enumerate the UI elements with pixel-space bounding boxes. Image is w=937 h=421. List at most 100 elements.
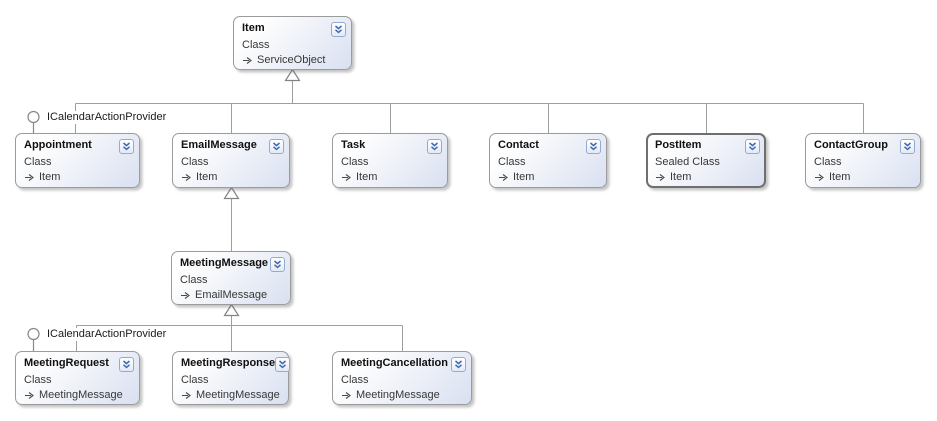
inheritance-triangle-item (284, 68, 301, 82)
double-chevron-down-icon (335, 25, 342, 34)
base-class-row: ServiceObject (242, 53, 346, 67)
double-chevron-down-icon (455, 360, 462, 369)
double-chevron-down-icon (123, 142, 130, 151)
class-node-contact[interactable]: Contact Class Item (489, 133, 607, 188)
collapse-chevron-button[interactable] (586, 139, 601, 154)
double-chevron-down-icon (749, 142, 756, 151)
base-class-row: Item (24, 170, 134, 184)
double-chevron-down-icon (274, 260, 281, 269)
class-kind: Class (24, 374, 52, 386)
class-name: MeetingMessage (180, 257, 269, 269)
class-name: MeetingCancellation (341, 357, 448, 369)
class-name: EmailMessage (181, 139, 257, 151)
lollipop-circle-icon (27, 327, 40, 341)
base-class-name: Item (39, 171, 61, 183)
inheritance-arrow-icon (25, 391, 34, 399)
class-node-meetingresponse[interactable]: MeetingResponse Class MeetingMessage (172, 351, 291, 405)
double-chevron-down-icon (590, 142, 597, 151)
class-node-meetingmessage[interactable]: MeetingMessage Class EmailMessage (171, 251, 291, 305)
node-header: ContactGroup (814, 138, 915, 154)
interface-lollipop-top[interactable] (27, 110, 40, 134)
double-chevron-down-icon (273, 142, 280, 151)
class-kind: Class (341, 156, 369, 168)
base-class-name: MeetingMessage (196, 389, 280, 401)
node-header: PostItem (655, 138, 760, 154)
collapse-chevron-button[interactable] (331, 22, 346, 37)
base-class-name: Item (670, 171, 692, 183)
inheritance-arrow-icon (181, 291, 190, 299)
inheritance-triangle-icons (223, 68, 301, 317)
class-name: PostItem (655, 139, 702, 151)
node-header: Task (341, 138, 442, 154)
base-class-row: MeetingMessage (181, 388, 283, 402)
collapse-chevron-button[interactable] (119, 357, 134, 372)
node-header: MeetingResponse (181, 356, 291, 372)
class-kind: Class (180, 274, 208, 286)
node-header: Appointment (24, 138, 134, 154)
class-kind: Class (181, 374, 209, 386)
node-header: Contact (498, 138, 601, 154)
interface-lollipop-bottom[interactable] (27, 327, 40, 352)
collapse-chevron-button[interactable] (745, 139, 760, 154)
node-header: MeetingCancellation (341, 356, 466, 372)
class-node-item[interactable]: Item Class ServiceObject (233, 16, 352, 70)
collapse-chevron-button[interactable] (269, 139, 284, 154)
collapse-chevron-button[interactable] (427, 139, 442, 154)
class-name: MeetingRequest (24, 357, 109, 369)
inheritance-arrow-icon (182, 173, 191, 181)
base-class-row: MeetingMessage (341, 388, 466, 402)
collapse-chevron-button[interactable] (275, 357, 291, 372)
base-class-name: ServiceObject (257, 54, 326, 66)
collapse-chevron-button[interactable] (270, 257, 285, 272)
base-class-row: Item (498, 170, 601, 184)
base-class-row: EmailMessage (180, 288, 285, 302)
class-node-appointment[interactable]: Appointment Class Item (15, 133, 140, 188)
class-kind: Sealed Class (655, 156, 720, 168)
inheritance-arrow-icon (342, 173, 351, 181)
inheritance-arrow-icon (656, 173, 665, 181)
inheritance-triangle-emailmessage (223, 186, 240, 200)
base-class-name: Item (829, 171, 851, 183)
class-name: Appointment (24, 139, 92, 151)
class-kind: Class (341, 374, 369, 386)
node-header: EmailMessage (181, 138, 284, 154)
class-kind: Class (24, 156, 52, 168)
class-node-emailmessage[interactable]: EmailMessage Class Item (172, 133, 290, 188)
base-class-name: EmailMessage (195, 289, 268, 301)
class-name: Item (242, 22, 265, 34)
base-class-row: Item (181, 170, 284, 184)
collapse-chevron-button[interactable] (900, 139, 915, 154)
inheritance-arrow-icon (499, 173, 508, 181)
base-class-name: Item (196, 171, 218, 183)
class-node-task[interactable]: Task Class Item (332, 133, 448, 188)
double-chevron-down-icon (904, 142, 911, 151)
inheritance-triangle-meetingmessage (223, 303, 240, 317)
interface-label-icalendaractionprovider-top: ICalendarActionProvider (45, 111, 169, 124)
class-node-postitem[interactable]: PostItem Sealed Class Item (646, 133, 766, 188)
node-header: Item (242, 21, 346, 37)
base-class-name: Item (513, 171, 535, 183)
class-kind: Class (498, 156, 526, 168)
base-class-row: Item (655, 170, 760, 184)
inheritance-arrow-icon (815, 173, 824, 181)
inheritance-arrow-icon (25, 173, 34, 181)
inheritance-arrow-icon (243, 56, 252, 64)
collapse-chevron-button[interactable] (119, 139, 134, 154)
inheritance-arrow-icon (182, 391, 191, 399)
class-kind: Class (242, 39, 270, 51)
double-chevron-down-icon (279, 360, 287, 369)
class-name: Contact (498, 139, 539, 151)
node-header: MeetingRequest (24, 356, 134, 372)
collapse-chevron-button[interactable] (451, 357, 466, 372)
class-node-contactgroup[interactable]: ContactGroup Class Item (805, 133, 921, 188)
inheritance-connector-item-children (75, 80, 864, 133)
inheritance-arrow-icon (342, 391, 351, 399)
base-class-name: Item (356, 171, 378, 183)
double-chevron-down-icon (431, 142, 438, 151)
base-class-name: MeetingMessage (39, 389, 123, 401)
class-node-meetingcancellation[interactable]: MeetingCancellation Class MeetingMessage (332, 351, 472, 405)
class-node-meetingrequest[interactable]: MeetingRequest Class MeetingMessage (15, 351, 140, 405)
base-class-name: MeetingMessage (356, 389, 440, 401)
base-class-row: Item (814, 170, 915, 184)
node-header: MeetingMessage (180, 256, 285, 272)
